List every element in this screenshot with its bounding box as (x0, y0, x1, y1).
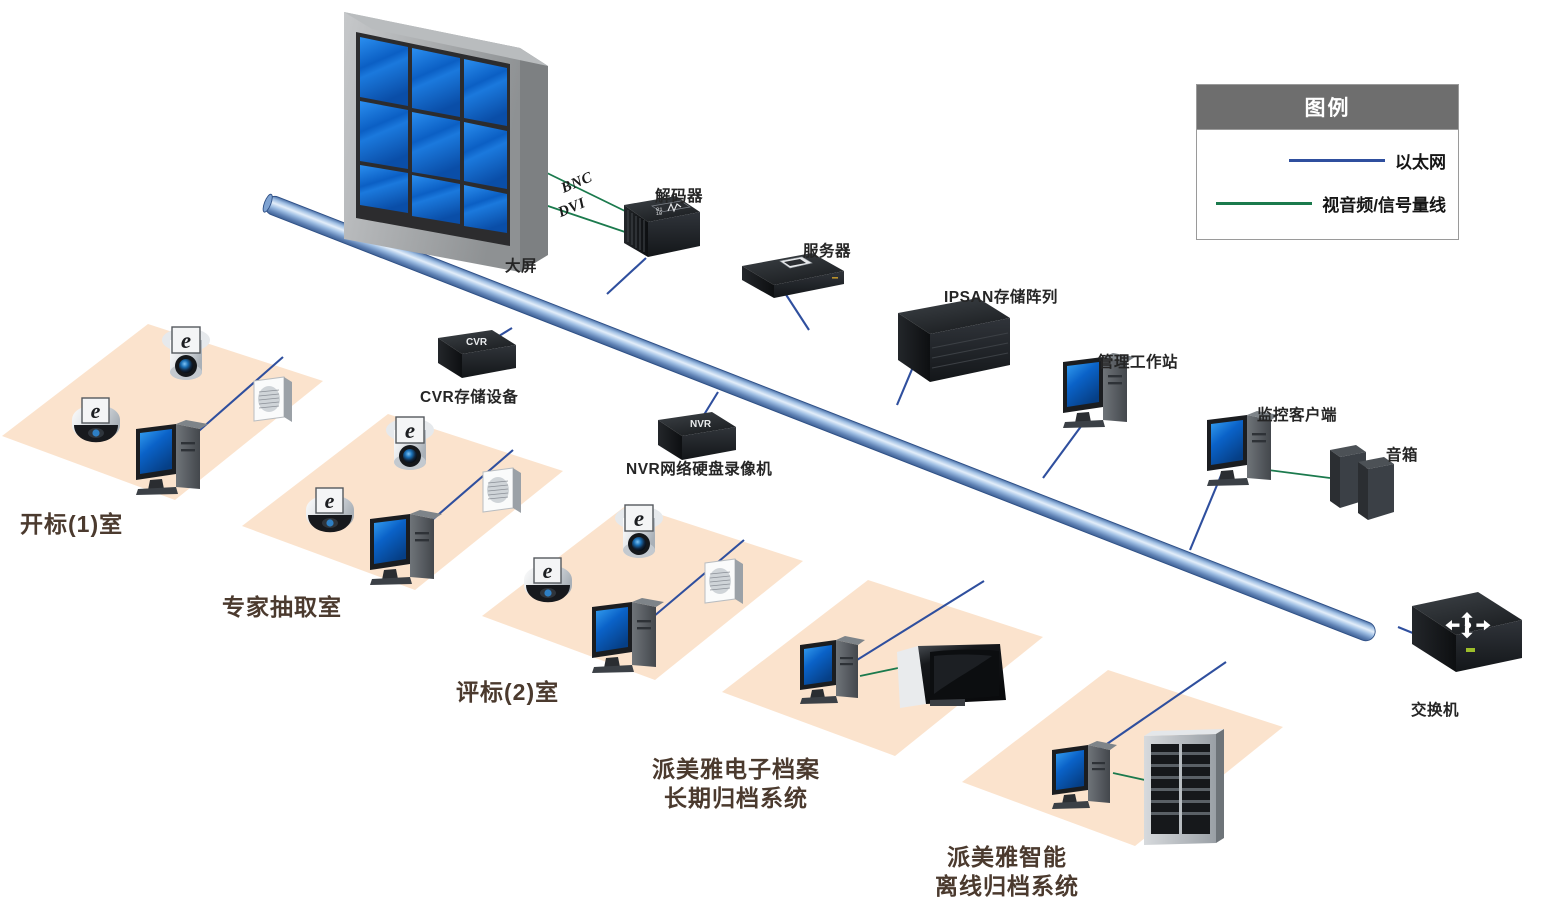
cvr-label: CVR存储设备 (420, 389, 519, 406)
svg-text:e: e (543, 558, 553, 583)
nvr-device: NVR (658, 412, 736, 460)
decoder-label: 解码器 (655, 188, 704, 205)
archive-longterm-label: 派美雅电子档案 长期归档系统 (652, 755, 820, 814)
link-dvi (544, 204, 626, 233)
switch-label: 交换机 (1411, 702, 1460, 719)
link-room3 (639, 539, 745, 629)
pc-archive-longterm (800, 636, 865, 704)
speaker-pair (1330, 445, 1394, 520)
decoder-device: 01 10 (624, 196, 700, 257)
client-label: 监控客户端 (1257, 407, 1338, 424)
ipsan-storage-array (898, 298, 1010, 382)
svg-text:01: 01 (656, 206, 663, 213)
ethernet-line-swatch (1289, 159, 1385, 162)
room-label-2: 专家抽取室 (222, 594, 342, 620)
workstation-label: 管理工作站 (1098, 354, 1179, 371)
video-wall-cells (360, 37, 507, 233)
svg-text:e: e (634, 506, 644, 531)
room-floor-archive-longterm (722, 580, 1043, 756)
link-decoder (606, 257, 647, 295)
archive-longterm-line1: 派美雅电子档案 (652, 756, 820, 782)
room-label-1: 开标(1)室 (20, 511, 124, 537)
network-backbone-trunk (262, 193, 1376, 642)
legend-title: 图例 (1197, 85, 1458, 130)
pc-room3 (592, 598, 664, 673)
nvr-badge-text: NVR (690, 419, 712, 430)
wall-speaker-room1 (253, 376, 292, 422)
av-signal-links (544, 171, 1331, 781)
pc-room2 (370, 510, 442, 585)
ipsan-label: IPSAN存储阵列 (944, 289, 1058, 306)
cvr-badge-text: CVR (466, 337, 488, 348)
ptz-camera-room1: e (162, 326, 210, 380)
room-floor-1 (2, 324, 323, 500)
legend-label-ethernet: 以太网 (1395, 153, 1446, 172)
wall-speaker-room2 (482, 467, 521, 513)
server-device (742, 253, 844, 298)
legend-label-av-signal: 视音频/信号量线 (1322, 196, 1446, 215)
av-signal-line-swatch (1216, 202, 1313, 205)
room-floor-archive-offline (962, 670, 1283, 846)
room-label-3: 评标(2)室 (456, 679, 560, 705)
archive-offline-label: 派美雅智能 离线归档系统 (935, 843, 1079, 902)
switch-device (1412, 592, 1522, 672)
switch-arrow-icon (1445, 612, 1491, 639)
link-client-speakers (1267, 469, 1331, 479)
archive-offline-line2: 离线归档系统 (935, 873, 1079, 900)
link-server (782, 289, 810, 331)
legend-panel: 图例 以太网 视音频/信号量线 (1196, 84, 1459, 240)
nvr-label: NVR网络硬盘录像机 (626, 461, 773, 478)
ptz-camera-room2: e (386, 416, 434, 470)
room-floor-3 (482, 504, 803, 680)
link-archive-off-device (1112, 772, 1146, 781)
svg-text:e: e (405, 418, 415, 443)
legend-item-av-signal: 视音频/信号量线 (1209, 191, 1446, 216)
cvr-device: CVR (438, 330, 516, 378)
archive-offline-cabinet (1144, 729, 1224, 845)
legend-body: 以太网 视音频/信号量线 (1197, 130, 1458, 216)
link-archive-lt-device (859, 667, 899, 677)
archive-longterm-device (897, 644, 1006, 708)
big-screen-label: 大屏 (505, 258, 538, 275)
wall-speaker-room3 (704, 558, 743, 604)
svg-text:e: e (91, 398, 101, 423)
pc-workstation (1063, 353, 1135, 428)
archive-offline-line1: 派美雅智能 (947, 844, 1067, 870)
room-floors (2, 324, 1283, 846)
legend-item-ethernet: 以太网 (1209, 148, 1446, 173)
dome-camera-room3: e (524, 557, 572, 603)
pc-archive-offline (1052, 741, 1117, 809)
dome-camera-room2: e (306, 487, 354, 533)
svg-text:e: e (181, 328, 191, 353)
room-floor-2 (242, 414, 563, 590)
svg-text:10: 10 (656, 211, 662, 217)
video-wall (344, 12, 548, 272)
link-client (1189, 472, 1223, 551)
dome-camera-room1: e (72, 397, 120, 443)
speakers-label: 音箱 (1386, 447, 1419, 464)
link-bnc (544, 171, 628, 213)
pc-client (1207, 411, 1279, 486)
svg-text:e: e (325, 488, 335, 513)
server-label: 服务器 (803, 243, 852, 260)
ptz-camera-room3: e (615, 504, 663, 558)
pc-room1 (136, 420, 208, 495)
link-workstation (1042, 424, 1083, 479)
archive-longterm-line2: 长期归档系统 (664, 785, 808, 812)
